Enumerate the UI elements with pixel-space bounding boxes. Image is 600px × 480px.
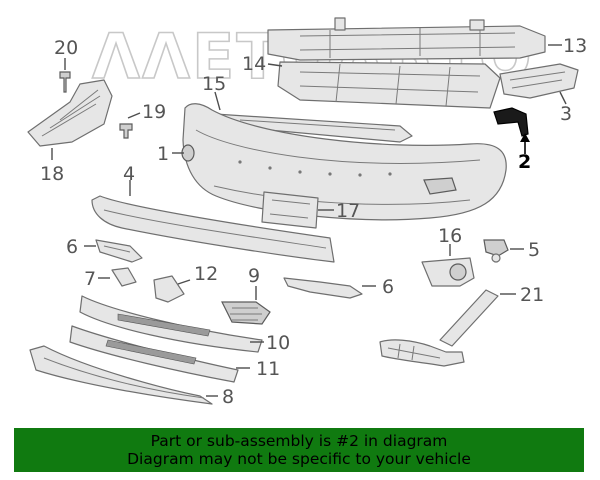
- callout-14: 14: [242, 53, 266, 75]
- part-10-lower-grille: [79, 295, 263, 353]
- notice-banner: Part or sub-assembly is #2 in diagram Di…: [14, 428, 584, 472]
- callout-7: 7: [84, 268, 96, 290]
- callout-11: 11: [256, 358, 280, 380]
- callout-18: 18: [40, 163, 64, 185]
- callout-19: 19: [142, 101, 166, 123]
- callout-15: 15: [202, 73, 226, 95]
- notice-line-2: Diagram may not be specific to your vehi…: [127, 450, 471, 468]
- part-2-bracket-highlighted: [493, 107, 529, 137]
- callout-9: 9: [248, 265, 260, 287]
- part-6-trim-right: [283, 277, 363, 299]
- callout-21: 21: [520, 284, 544, 306]
- parts-diagram: ΛΛΕΤΟΛΒΤΟ 13 14 3 2 15: [27, 17, 587, 408]
- callout-6a: 6: [66, 236, 78, 258]
- part-4-lower-valance: [91, 195, 335, 263]
- leader-12: [177, 279, 191, 285]
- callout-13: 13: [563, 35, 587, 57]
- leader-3: [559, 91, 567, 105]
- callout-1: 1: [157, 143, 169, 165]
- part-1-bumper-fascia: [181, 103, 507, 221]
- callout-10: 10: [266, 332, 290, 354]
- part-19-clip: [119, 123, 133, 139]
- callout-12: 12: [194, 263, 218, 285]
- part-11-lower-grille: [69, 325, 239, 383]
- callout-4: 4: [123, 163, 135, 185]
- notice-line-1: Part or sub-assembly is #2 in diagram: [150, 432, 448, 450]
- callout-3: 3: [560, 103, 572, 125]
- part-8-skid-plate: [29, 345, 213, 405]
- callout-2: 2: [518, 151, 531, 173]
- part-7-small-trim: [111, 267, 137, 287]
- part-18-splash-shield: [27, 79, 113, 147]
- callout-17: 17: [336, 200, 360, 222]
- leader-15: [214, 91, 221, 111]
- part-3-side-bracket: [499, 63, 579, 99]
- callout-16: 16: [438, 225, 462, 247]
- part-20-bolt: [59, 71, 71, 93]
- part-21-tow-mount: [379, 289, 499, 367]
- part-5-sensor: [483, 239, 509, 263]
- part-13-reinforcement-beam: [267, 17, 546, 61]
- part-17-license-bracket: [261, 191, 319, 229]
- part-14-energy-absorber: [277, 61, 501, 109]
- arrow-2: [520, 133, 530, 142]
- part-12-bezel: [153, 275, 185, 303]
- callout-20: 20: [54, 37, 78, 59]
- callout-8: 8: [222, 386, 234, 408]
- callout-6b: 6: [382, 276, 394, 298]
- leader-19: [127, 112, 141, 119]
- part-16-fog-bezel: [421, 257, 475, 287]
- leader-14: [267, 63, 283, 67]
- callout-5: 5: [528, 239, 540, 261]
- part-9-fog-grille: [221, 301, 271, 325]
- part-6-trim-left: [95, 239, 143, 263]
